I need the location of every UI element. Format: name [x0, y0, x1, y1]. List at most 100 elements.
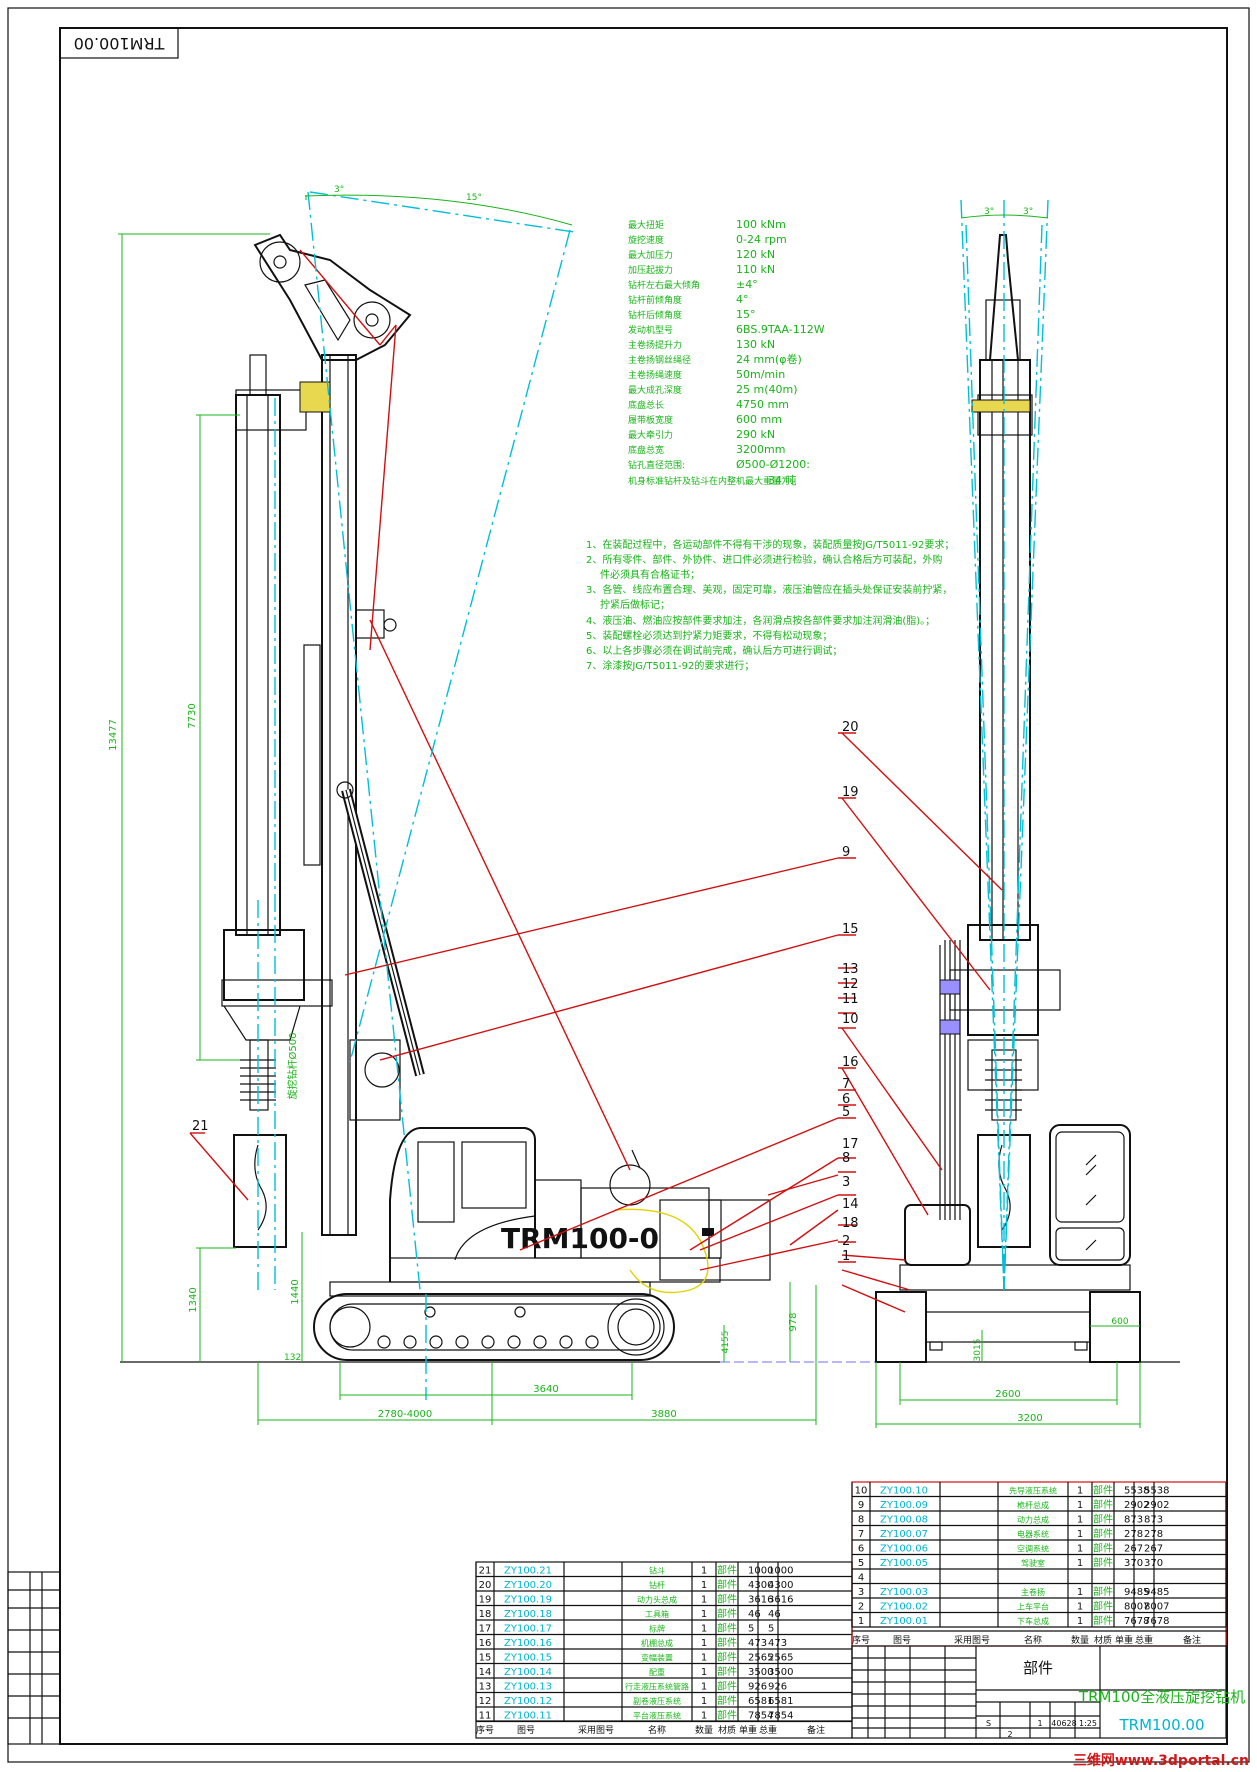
- callout-3: 3: [842, 1175, 850, 1190]
- bom-cell-qty: 1: [1077, 1486, 1083, 1497]
- callout-5: 5: [842, 1105, 850, 1120]
- bom-cell-name: 先导液压系统: [1009, 1486, 1057, 1496]
- bom-cell-name: 空调系统: [1017, 1544, 1049, 1554]
- bom-cell-qty: 1: [1077, 1602, 1083, 1613]
- spec-label: 履带板宽度: [628, 414, 673, 426]
- bom-cell-no: 21: [479, 1566, 492, 1577]
- bom-cell-type: 部件: [1093, 1527, 1113, 1540]
- spec-value: ±4°: [736, 278, 758, 291]
- callout-9: 9: [842, 845, 850, 860]
- dim-kelly-dia: 旋挖钻杆Ø500: [286, 1033, 299, 1100]
- bom-cell-type: 部件: [717, 1564, 737, 1577]
- spec-label: 底盘总长: [628, 399, 664, 411]
- bom-header-cell: 数量: [695, 1724, 713, 1736]
- front-view-envelopes: 3° 3°: [960, 199, 1049, 1291]
- bom-cell-qty: 1: [701, 1580, 707, 1591]
- bom-cell-w1: 2565: [748, 1653, 773, 1664]
- bom-cell-w1: 4300: [748, 1580, 773, 1591]
- bom-cell-code: ZY100.08: [880, 1515, 928, 1526]
- bom-cell-qty: 1: [701, 1638, 707, 1649]
- bom-cell-type: 部件: [1093, 1585, 1113, 1598]
- spec-label: 最大加压力: [628, 249, 673, 261]
- bom-cell-qty: 1: [701, 1609, 707, 1620]
- bom-cell-w1: 9485: [1124, 1587, 1149, 1598]
- code-box: [59, 27, 179, 59]
- outer-frame: [7, 7, 1250, 1763]
- bom-cell-w2: 9485: [1144, 1587, 1169, 1598]
- bom-cell-code: ZY100.01: [880, 1616, 928, 1627]
- bom-cell-no: 12: [479, 1696, 492, 1707]
- bom-cell-name: 行走液压系统管路: [625, 1682, 689, 1692]
- bom-cell-type: 部件: [717, 1593, 737, 1606]
- bom-cell-name: 驾驶室: [1021, 1558, 1045, 1568]
- bom-header-cell: 单重: [1115, 1634, 1133, 1646]
- spec-label: 发动机型号: [628, 324, 673, 336]
- bom-header-cell: 备注: [807, 1724, 825, 1736]
- bom-header-cell: 图号: [893, 1635, 911, 1646]
- bom-cell-code: ZY100.17: [504, 1624, 552, 1635]
- callout-8: 8: [842, 1151, 850, 1166]
- bom-cell-qty: 1: [701, 1667, 707, 1678]
- bom-cell-type: 部件: [717, 1651, 737, 1664]
- bom-cell-name: 机棚总成: [641, 1638, 673, 1648]
- bom-cell-code: ZY100.07: [880, 1529, 928, 1540]
- bom-cell-w2: 5538: [1144, 1486, 1169, 1497]
- bom-cell-type: 部件: [717, 1680, 737, 1693]
- bom-cell-no: 13: [479, 1682, 492, 1693]
- callout-17: 17: [842, 1137, 859, 1152]
- title-code: TRM100.00: [1118, 1716, 1204, 1734]
- spec-label: 机身标准钻杆及钻斗在内整机最大重量为:: [628, 475, 793, 487]
- title-scale: 1:25: [1079, 1719, 1097, 1728]
- bom-cell-code: ZY100.14: [504, 1667, 552, 1678]
- note-line: 6、以上各步骤必须在调试前完成，确认后方可进行调试；: [586, 644, 842, 657]
- bom-cell-no: 2: [858, 1602, 864, 1613]
- front-view-machine: [875, 234, 1180, 1363]
- bom-header-cell: 序号: [852, 1634, 870, 1646]
- spec-value: 0-24 rpm: [736, 233, 787, 246]
- bom-header-cell: 采用图号: [954, 1635, 990, 1646]
- bom-cell-qty: 1: [1077, 1616, 1083, 1627]
- front-track-right: [1089, 1291, 1141, 1363]
- note-line: 件必须具有合格证书；: [600, 568, 700, 581]
- callout-19: 19: [842, 785, 859, 800]
- note-line: 拧紧后做标记；: [600, 598, 670, 611]
- bom-cell-type: 部件: [1093, 1600, 1113, 1613]
- dim-tail-radius: 2780-4000: [378, 1409, 433, 1420]
- title-weight: 40628: [1051, 1719, 1076, 1728]
- inner-frame: [59, 27, 1228, 1745]
- bom-cell-w1: 8007: [1124, 1602, 1149, 1613]
- spec-value: 110 kN: [736, 263, 775, 276]
- spec-label: 主卷扬钢丝绳径: [628, 354, 691, 366]
- bom-cell-code: ZY100.09: [880, 1500, 928, 1511]
- bom-cell-no: 4: [858, 1573, 864, 1584]
- note-line: 7、涂漆按JG/T5011-92的要求进行；: [586, 659, 754, 672]
- callout-7: 7: [842, 1077, 850, 1092]
- bom-cell-w1: 7678: [1124, 1616, 1149, 1627]
- bom-cell-no: 11: [479, 1711, 492, 1722]
- drill-bucket: [233, 1134, 287, 1248]
- bom-cell-code: ZY100.12: [504, 1696, 552, 1707]
- bom-cell-qty: 1: [1077, 1515, 1083, 1526]
- bom-cell-no: 1: [858, 1616, 864, 1627]
- spec-label: 最大扭矩: [628, 219, 664, 231]
- callout-20: 20: [842, 720, 859, 735]
- bom-cell-w1: 3616: [748, 1595, 773, 1606]
- spec-value: 50m/min: [736, 368, 785, 381]
- bom-cell-qty: 1: [701, 1653, 707, 1664]
- bom-cell-type: 部件: [1093, 1542, 1113, 1555]
- bom-cell-name: 钻斗: [649, 1566, 665, 1576]
- bom-cell-name: 下车总成: [1017, 1616, 1049, 1626]
- bom-cell-name: 钻杆: [649, 1580, 665, 1590]
- bom-cell-type: 部件: [1093, 1556, 1113, 1569]
- bom-cell-w2: 3616: [768, 1595, 793, 1606]
- bom-cell-no: 20: [479, 1580, 492, 1591]
- bom-cell-w2: 1000: [768, 1566, 793, 1577]
- bom-cell-name: 平台液压系统: [633, 1711, 681, 1721]
- bom-header-cell: 采用图号: [578, 1725, 614, 1736]
- bom-cell-w1: 5: [748, 1624, 754, 1635]
- callout-16: 16: [842, 1055, 859, 1070]
- bom-cell-qty: 1: [701, 1682, 707, 1693]
- bom-cell-qty: 1: [701, 1624, 707, 1635]
- dim-ground-clear2: 3015: [973, 1339, 983, 1362]
- bom-cell-w1: 2902: [1124, 1500, 1149, 1511]
